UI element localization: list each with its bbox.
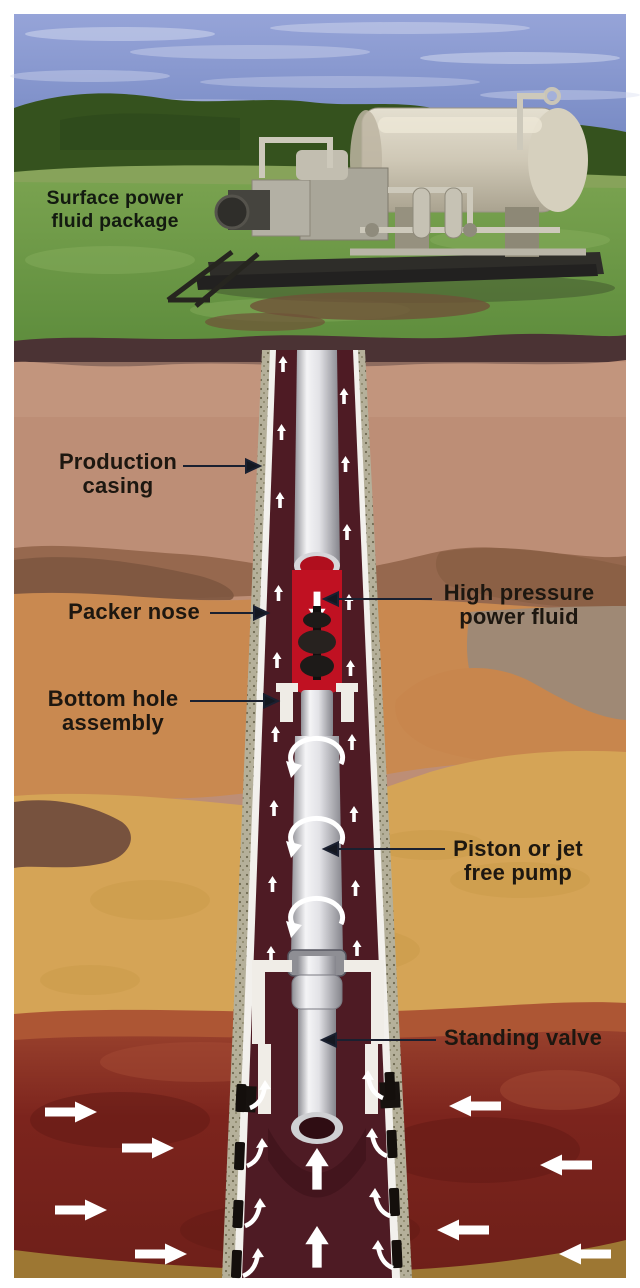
label-production-casing: Production casing [58, 449, 178, 498]
packer-nose-graphic [298, 606, 336, 680]
flywheel [214, 194, 250, 230]
label-bottom-hole-assembly: Bottom hole assembly [47, 686, 179, 735]
clouds [10, 22, 640, 109]
label-high-pressure-power-fluid: High pressure power fluid [443, 580, 595, 629]
pump-manifold [214, 93, 586, 256]
power-fluid-unit [166, 87, 604, 308]
leader-lines [183, 458, 445, 1048]
bottom-gold-band [14, 1240, 626, 1278]
orange-hill-right [395, 668, 626, 767]
brown-hill-right [435, 547, 626, 608]
bha-housing [276, 683, 358, 722]
dark-brown-wedge-left [14, 800, 131, 868]
wellbore [222, 350, 412, 1278]
label-piston-or-jet-free-pump: Piston or jet free pump [453, 836, 583, 885]
loading-boom [166, 250, 260, 308]
surface-photo [10, 14, 640, 352]
brown-hill-left [14, 557, 234, 602]
hill-shading [60, 113, 240, 150]
skid-front-rail [196, 264, 598, 290]
dirt-patch [205, 292, 490, 331]
tubing [294, 350, 340, 580]
bottom-hole-assembly-graphic [276, 570, 358, 738]
label-standing-valve: Standing valve [443, 1025, 603, 1050]
label-surface-power-fluid-package: Surface power fluid package [46, 187, 184, 233]
label-packer-nose: Packer nose [68, 599, 200, 624]
intake-bowl-shadow [268, 1128, 366, 1198]
